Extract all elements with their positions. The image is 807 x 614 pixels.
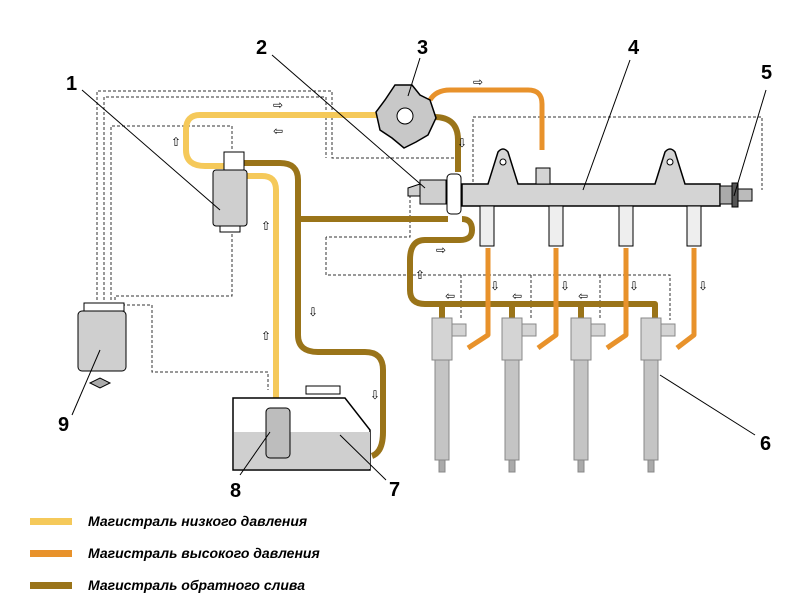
leader-8 [239,431,271,476]
high-pressure-pump [375,84,437,149]
flow-arrow-up-icon: ⇧ [415,268,425,282]
legend-label-high-pressure: Магистраль высокого давления [88,545,320,561]
wire-regulator [326,190,411,238]
legend-item-return: Магистраль обратного слива [30,574,320,596]
legend-item-low-pressure: Магистраль низкого давления [30,510,320,532]
common-rail [446,148,721,247]
leader-6 [659,374,756,436]
electrical-wiring [96,90,763,390]
low-pressure-line [183,112,378,398]
callout-5: 5 [761,62,772,84]
legend-label-low-pressure: Магистраль низкого давления [88,513,308,529]
low-pressure-pipe-tank-filter [246,173,279,398]
callout-7: 7 [389,479,400,501]
flow-arrow-down-icon: ⇩ [457,136,467,150]
flow-arrow-left-icon: ⇦ [445,289,455,303]
flow-arrow-down-icon: ⇩ [490,279,500,293]
flow-arrow-down-icon: ⇩ [698,279,708,293]
flow-arrow-down-icon: ⇩ [560,279,570,293]
leader-1 [81,89,221,211]
high-pressure-pipe-pump-rail [427,87,545,150]
legend-swatch-high-pressure [30,549,72,557]
injector-1 [431,317,467,473]
return-line [243,114,658,459]
in-tank-fuel-pump [265,407,291,459]
leader-5 [733,89,767,197]
rail-pressure-sensor [719,182,753,208]
leader-9 [71,349,101,416]
legend-swatch-return [30,581,72,589]
callout-2: 2 [256,37,267,59]
callout-6: 6 [760,433,771,455]
flow-arrow-up-icon: ⇧ [171,135,181,149]
leader-7 [339,434,387,481]
rail-body [461,148,721,207]
leader-2 [271,54,426,189]
flow-arrow-up-icon: ⇧ [261,329,271,343]
leader-3 [407,57,421,97]
leader-lines [71,54,767,481]
high-pressure-pipe-inj-1 [466,248,491,351]
high-pressure-pipe-inj-2 [536,248,559,351]
pressure-regulator [407,179,447,205]
flow-arrow-down-icon: ⇩ [370,388,380,402]
injector-2 [501,317,537,473]
rail-outlet-3 [618,205,634,247]
legend-item-high-pressure: Магистраль высокого давления [30,542,320,564]
legend: Магистраль низкого давления Магистраль в… [30,510,320,606]
callouts: 1 2 3 4 5 6 7 8 9 [58,37,772,502]
flow-arrow-left-icon: ⇦ [512,289,522,303]
injector-3 [570,317,606,473]
flow-arrow-down-icon: ⇩ [308,305,318,319]
high-pressure-pipe-inj-4 [675,248,697,350]
wire-rail-sensor [472,116,763,197]
high-pressure-pipe-inj-3 [605,248,629,351]
wire-injectors [325,237,671,320]
flow-arrows: ⇨ ⇦ ⇧ ⇧ ⇧ ⇩ ⇩ ⇨ ⇩ ⇨ ⇧ ⇦ ⇦ ⇦ ⇩ ⇩ ⇩ ⇩ [171,75,708,402]
flow-arrow-left-icon: ⇦ [273,124,283,138]
legend-label-return: Магистраль обратного слива [88,577,305,593]
injectors [431,317,676,473]
rail-mount-hole-1 [499,158,507,166]
wire-ecu-top [96,90,455,300]
rail-outlet-4 [686,205,702,247]
legend-swatch-low-pressure [30,517,72,525]
return-pipe-injectors [407,216,658,318]
flow-arrow-up-icon: ⇧ [261,219,271,233]
rail-tee-fitting [446,173,462,215]
high-pressure-line [427,87,697,351]
leader-4 [582,59,631,191]
callout-3: 3 [417,37,428,59]
callout-1: 1 [66,73,77,95]
fuel-filter [212,151,248,233]
wire-ecu-filter [110,125,233,300]
callout-4: 4 [628,37,640,59]
rail-outlet-2 [548,205,564,247]
return-pipe-main [243,160,386,459]
wire-ecu-filter-bottom [114,232,233,300]
flow-arrow-left-icon: ⇦ [578,289,588,303]
return-pipe-pump [433,114,461,172]
wire-ecu-tank [122,304,269,390]
fuel-tank [232,385,371,471]
ecu-unit [77,302,127,389]
low-pressure-pipe-pump-filter [183,112,378,169]
callout-8: 8 [230,480,241,502]
flow-arrow-right-icon: ⇨ [473,75,483,89]
wire-ecu-top-2 [103,96,327,300]
flow-arrow-right-icon: ⇨ [273,98,283,112]
rail-outlet-1 [479,205,495,247]
flow-arrow-right-icon: ⇨ [436,243,446,257]
flow-arrow-down-icon: ⇩ [629,279,639,293]
rail-mount-hole-2 [666,158,674,166]
callout-9: 9 [58,414,69,436]
injector-4 [640,317,676,473]
rail-inlet-fitting [535,167,551,185]
